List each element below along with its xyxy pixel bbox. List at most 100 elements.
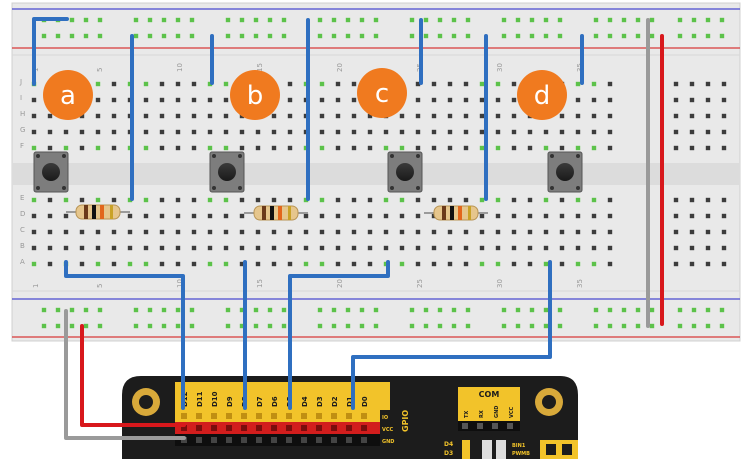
bottom-label-d3: D3	[444, 450, 453, 457]
breadboard-hole	[143, 113, 149, 119]
board-header-pin[interactable]	[241, 437, 247, 443]
board-header-pin[interactable]	[271, 413, 277, 419]
breadboard-hole	[515, 323, 521, 329]
board-header-pin[interactable]	[316, 437, 322, 443]
board-header-pin[interactable]	[196, 413, 202, 419]
breadboard-hole	[367, 261, 373, 267]
board-header-pin[interactable]	[226, 413, 232, 419]
board-header-pin[interactable]	[241, 413, 247, 419]
breadboard-hole	[207, 113, 213, 119]
wire-signal-a[interactable]	[64, 260, 185, 410]
board-header-pin[interactable]	[211, 413, 217, 419]
board-header-pin[interactable]	[301, 425, 307, 431]
board-header-pin[interactable]	[256, 413, 262, 419]
board-header-pin[interactable]	[256, 437, 262, 443]
wire-signal-d[interactable]	[351, 260, 552, 410]
breadboard-hole	[465, 307, 471, 313]
breadboard-hole	[621, 307, 627, 313]
breadboard-hole	[133, 33, 139, 39]
board-header-pin[interactable]	[271, 437, 277, 443]
wires	[32, 17, 664, 440]
breadboard-hole	[383, 245, 389, 251]
breadboard-hole	[191, 113, 197, 119]
pin-label-d11: D11	[196, 391, 204, 407]
breadboard-hole	[239, 229, 245, 235]
board-header-pin[interactable]	[211, 425, 217, 431]
breadboard-hole	[607, 97, 613, 103]
power-label-io: IO	[382, 415, 388, 421]
board-header-pin[interactable]	[271, 425, 277, 431]
board-header-pin[interactable]	[211, 437, 217, 443]
breadboard-hole	[97, 33, 103, 39]
push-button-1[interactable]	[33, 151, 69, 193]
board-header-pin[interactable]	[346, 413, 352, 419]
resistor-1[interactable]	[66, 204, 130, 220]
row-letter-d: D	[20, 210, 25, 218]
board-header-pin[interactable]	[346, 437, 352, 443]
resistor-2[interactable]	[244, 205, 308, 221]
board-header-pin[interactable]	[256, 425, 262, 431]
board-header-pin[interactable]	[361, 425, 367, 431]
breadboard-hole	[159, 245, 165, 251]
breadboard-hole	[415, 245, 421, 251]
breadboard-hole	[143, 229, 149, 235]
board-header-pin[interactable]	[286, 437, 292, 443]
board-header-pin[interactable]	[331, 413, 337, 419]
dip-switch-2[interactable]	[496, 440, 506, 459]
wire-rail-jumper-1[interactable]	[32, 17, 69, 86]
board-header-pin[interactable]	[226, 437, 232, 443]
breadboard-hole	[495, 97, 501, 103]
breadboard-hole	[527, 261, 533, 267]
breadboard-hole	[511, 197, 517, 203]
breadboard-hole	[431, 229, 437, 235]
breadboard-hole	[127, 197, 133, 203]
resistor-3[interactable]	[424, 205, 488, 221]
breadboard-hole	[317, 17, 323, 23]
wire-vcc-to-board[interactable]	[80, 324, 186, 427]
board-header-pin[interactable]	[181, 425, 187, 431]
breadboard-hole	[63, 145, 69, 151]
breadboard-hole	[689, 81, 695, 87]
board-header-pin[interactable]	[181, 413, 187, 419]
breadboard-hole	[591, 145, 597, 151]
breadboard-hole	[635, 33, 641, 39]
breadboard-hole	[415, 113, 421, 119]
power-label-vcc: VCC	[382, 427, 394, 433]
marker-a: a	[43, 70, 93, 120]
board-header-pin[interactable]	[316, 425, 322, 431]
breadboard-hole	[133, 323, 139, 329]
board-header-pin[interactable]	[301, 437, 307, 443]
row-letter-j: J	[19, 78, 22, 86]
board-header-pin[interactable]	[196, 437, 202, 443]
board-header-pin[interactable]	[226, 425, 232, 431]
breadboard-hole	[111, 229, 117, 235]
board-header-pin[interactable]	[346, 425, 352, 431]
pin-label-d0: D0	[361, 396, 369, 407]
breadboard-hole	[207, 197, 213, 203]
board-header-pin[interactable]	[196, 425, 202, 431]
breadboard-hole	[495, 197, 501, 203]
dip-switch-1[interactable]	[482, 440, 492, 459]
board-header-pin[interactable]	[286, 413, 292, 419]
breadboard-hole	[463, 81, 469, 87]
board-header-pin[interactable]	[241, 425, 247, 431]
breadboard-hole	[55, 307, 61, 313]
board-header-pin[interactable]	[361, 437, 367, 443]
breadboard-hole	[143, 213, 149, 219]
push-button-3[interactable]	[387, 151, 423, 193]
board-header-pin[interactable]	[331, 437, 337, 443]
gpio-label-strip	[175, 382, 390, 410]
board-header-pin[interactable]	[286, 425, 292, 431]
breadboard-hole	[331, 323, 337, 329]
breadboard-hole	[147, 33, 153, 39]
push-button-2[interactable]	[209, 151, 245, 193]
wire-gnd-to-board[interactable]	[64, 309, 186, 440]
breadboard-hole	[575, 213, 581, 219]
breadboard-hole	[399, 261, 405, 267]
push-button-4[interactable]	[547, 151, 583, 193]
wire-signal-c[interactable]	[288, 260, 390, 410]
board-header-pin[interactable]	[331, 425, 337, 431]
board-header-pin[interactable]	[301, 413, 307, 419]
board-header-pin[interactable]	[316, 413, 322, 419]
board-header-pin[interactable]	[361, 413, 367, 419]
